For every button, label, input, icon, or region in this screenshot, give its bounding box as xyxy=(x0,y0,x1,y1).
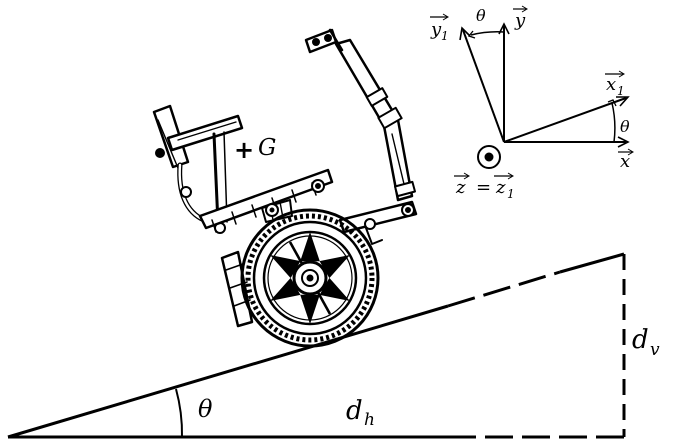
wheel-tire-outer xyxy=(240,208,380,348)
slope-hypotenuse-dashed xyxy=(447,270,561,308)
label-z-equals-z1: z = z 1 xyxy=(454,172,515,201)
svg-text:y: y xyxy=(430,19,442,40)
label-x1: x 1 xyxy=(605,70,625,98)
wheel-spokes xyxy=(270,231,350,325)
svg-text:1: 1 xyxy=(617,84,625,98)
rear-caster xyxy=(265,203,279,217)
svg-text:z: z xyxy=(455,177,466,198)
svg-text:v: v xyxy=(650,340,660,360)
z-axis-symbol xyxy=(477,145,501,169)
svg-text:d: d xyxy=(346,396,363,426)
svg-text:d: d xyxy=(632,325,649,355)
y1-axis xyxy=(462,29,505,143)
slope-triangle xyxy=(7,252,626,439)
svg-text:1: 1 xyxy=(507,187,515,201)
svg-text:1: 1 xyxy=(441,29,449,43)
center-of-gravity: + G xyxy=(234,135,276,164)
label-y: y xyxy=(513,5,528,31)
svg-text:z: z xyxy=(495,177,506,198)
wheelchair xyxy=(152,28,418,328)
armrest-pad xyxy=(166,114,244,152)
label-y1: y 1 xyxy=(430,13,449,43)
svg-text:x: x xyxy=(620,151,630,172)
slope-angle-arc xyxy=(175,388,184,438)
svg-text:=: = xyxy=(476,177,491,198)
slope-angle-label: θ xyxy=(198,395,213,423)
svg-text:y: y xyxy=(514,10,526,31)
svg-text:x: x xyxy=(606,74,616,95)
frame-labels: θ θ y y 1 x 1 x z = z xyxy=(430,5,634,201)
frame-angle-arc-top xyxy=(470,31,505,36)
coordinate-frame xyxy=(459,22,630,169)
vertical-distance-label: d v xyxy=(632,325,660,360)
frame-angle-arc-right xyxy=(611,102,616,143)
horizontal-distance-label: d h xyxy=(346,396,375,430)
label-x: x xyxy=(618,148,634,172)
x1-axis xyxy=(503,97,627,143)
cog-marker: + xyxy=(234,136,254,164)
leg-rest-link xyxy=(338,200,418,234)
svg-text:h: h xyxy=(364,410,375,430)
slope-hypotenuse xyxy=(7,304,449,439)
frame-angle-right: θ xyxy=(620,117,630,136)
slope-hypotenuse-end xyxy=(559,252,625,274)
frame-angle-top: θ xyxy=(476,6,486,25)
rear-frame xyxy=(220,250,254,328)
cog-label: G xyxy=(258,135,276,161)
drive-wheel xyxy=(240,208,380,348)
